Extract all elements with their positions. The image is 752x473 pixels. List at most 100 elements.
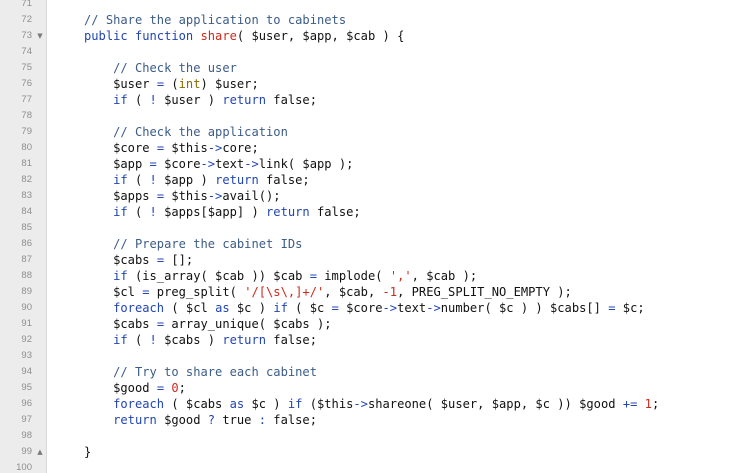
code-token: $good: [84, 381, 157, 395]
code-line[interactable]: 73▼public function share( $user, $app, $…: [0, 28, 752, 44]
code-token: -1: [382, 285, 398, 299]
code-token: }: [84, 445, 92, 459]
code-text: $app = $core->text->link( $app );: [84, 156, 353, 172]
code-token: return: [215, 173, 259, 187]
code-token: [84, 365, 113, 379]
code-token: =: [156, 381, 165, 395]
code-line[interactable]: 100: [0, 460, 752, 473]
line-number: 74: [21, 46, 32, 57]
code-token: as: [229, 397, 245, 411]
code-text: // Try to share each cabinet: [84, 364, 317, 380]
code-token: [84, 397, 113, 411]
code-line[interactable]: 74: [0, 44, 752, 60]
line-number: 92: [21, 334, 32, 345]
code-text: if ( ! $cabs ) return false;: [84, 332, 317, 348]
code-line[interactable]: 78: [0, 108, 752, 124]
fold-end-icon[interactable]: ▲: [37, 448, 43, 456]
code-token: ->: [207, 189, 223, 203]
code-line[interactable]: 83 $apps = $this->avail();: [0, 188, 752, 204]
code-token: core;: [222, 141, 259, 155]
line-number: 83: [21, 190, 32, 201]
code-line[interactable]: 90 foreach ( $cl as $c ) if ( $c = $core…: [0, 300, 752, 316]
code-token: $this: [164, 189, 208, 203]
code-token: $c ): [229, 301, 274, 315]
code-token: [128, 29, 135, 43]
code-token: [84, 205, 113, 219]
code-line[interactable]: 81 $app = $core->text->link( $app );: [0, 156, 752, 172]
code-line[interactable]: 79 // Check the application: [0, 124, 752, 140]
code-text: foreach ( $cl as $c ) if ( $c = $core->t…: [84, 300, 645, 316]
code-line[interactable]: 77 if ( ! $user ) return false;: [0, 92, 752, 108]
code-token: (is_array( $cab )) $cab: [127, 269, 310, 283]
code-text: // Share the application to cabinets: [84, 12, 346, 28]
code-token: text: [215, 157, 245, 171]
code-token: =: [309, 269, 317, 283]
code-token: false;: [266, 333, 317, 347]
code-line[interactable]: 86 // Prepare the cabinet IDs: [0, 236, 752, 252]
line-number: 80: [21, 142, 32, 153]
code-line[interactable]: 72// Share the application to cabinets: [0, 12, 752, 28]
line-number: 94: [21, 366, 32, 377]
code-line[interactable]: 87 $cabs = [];: [0, 252, 752, 268]
code-token: $core: [338, 301, 383, 315]
code-line[interactable]: 91 $cabs = array_unique( $cabs );: [0, 316, 752, 332]
line-number: 96: [21, 398, 32, 409]
code-token: =: [331, 301, 339, 315]
code-token: ?: [207, 413, 216, 427]
code-line[interactable]: 80 $core = $this->core;: [0, 140, 752, 156]
line-number: 85: [21, 222, 32, 233]
code-token: =: [156, 141, 165, 155]
code-line[interactable]: 92 if ( ! $cabs ) return false;: [0, 332, 752, 348]
code-text: $cl = preg_split( '/[\s\,]+/', $cab, -1,…: [84, 284, 572, 300]
code-token: +=: [622, 397, 638, 411]
code-line[interactable]: 95 $good = 0;: [0, 380, 752, 396]
code-token: ( $c: [287, 301, 332, 315]
code-text: $core = $this->core;: [84, 140, 259, 156]
code-line[interactable]: 94 // Try to share each cabinet: [0, 364, 752, 380]
line-number: 81: [21, 158, 32, 169]
code-line[interactable]: 93: [0, 348, 752, 364]
fold-collapse-icon[interactable]: ▼: [37, 32, 43, 40]
code-token: $core: [84, 141, 157, 155]
code-line[interactable]: 75 // Check the user: [0, 60, 752, 76]
code-token: $cabs ): [156, 333, 223, 347]
code-token: foreach: [113, 397, 165, 411]
code-token: [84, 61, 113, 75]
code-token: =: [156, 317, 165, 331]
line-number: 90: [21, 302, 32, 313]
code-line[interactable]: 84 if ( ! $apps[$app] ) return false;: [0, 204, 752, 220]
code-line[interactable]: 97 return $good ? true : false;: [0, 412, 752, 428]
code-line[interactable]: 76 $user = (int) $user;: [0, 76, 752, 92]
code-line[interactable]: 99▲}: [0, 444, 752, 460]
code-line[interactable]: 85: [0, 220, 752, 236]
code-line[interactable]: 98: [0, 428, 752, 444]
code-token: ($this: [302, 397, 354, 411]
code-token: array_unique( $cabs );: [164, 317, 332, 331]
code-line[interactable]: 96 foreach ( $cabs as $c ) if ($this->sh…: [0, 396, 752, 412]
code-text: // Check the application: [84, 124, 288, 140]
code-token: $cabs: [84, 253, 157, 267]
line-number: 87: [21, 254, 32, 265]
code-token: // Check the user: [113, 61, 237, 75]
code-token: if: [113, 269, 128, 283]
line-number: 98: [21, 430, 32, 441]
code-token: (: [127, 333, 150, 347]
line-number: 76: [21, 78, 32, 89]
line-number: 79: [21, 126, 32, 137]
code-line[interactable]: 88 if (is_array( $cab )) $cab = implode(…: [0, 268, 752, 284]
code-line[interactable]: 89 $cl = preg_split( '/[\s\,]+/', $cab, …: [0, 284, 752, 300]
code-token: $good: [156, 413, 208, 427]
code-token: ->: [353, 397, 368, 411]
code-line[interactable]: 71: [0, 0, 752, 12]
line-number: 93: [21, 350, 32, 361]
code-token: int: [178, 77, 201, 91]
code-token: $cl: [84, 285, 143, 299]
code-text: $good = 0;: [84, 380, 186, 396]
line-number: 77: [21, 94, 32, 105]
code-line[interactable]: 82 if ( ! $app ) return false;: [0, 172, 752, 188]
line-number: 84: [21, 206, 32, 217]
code-token: if: [287, 397, 303, 411]
code-token: [84, 269, 113, 283]
